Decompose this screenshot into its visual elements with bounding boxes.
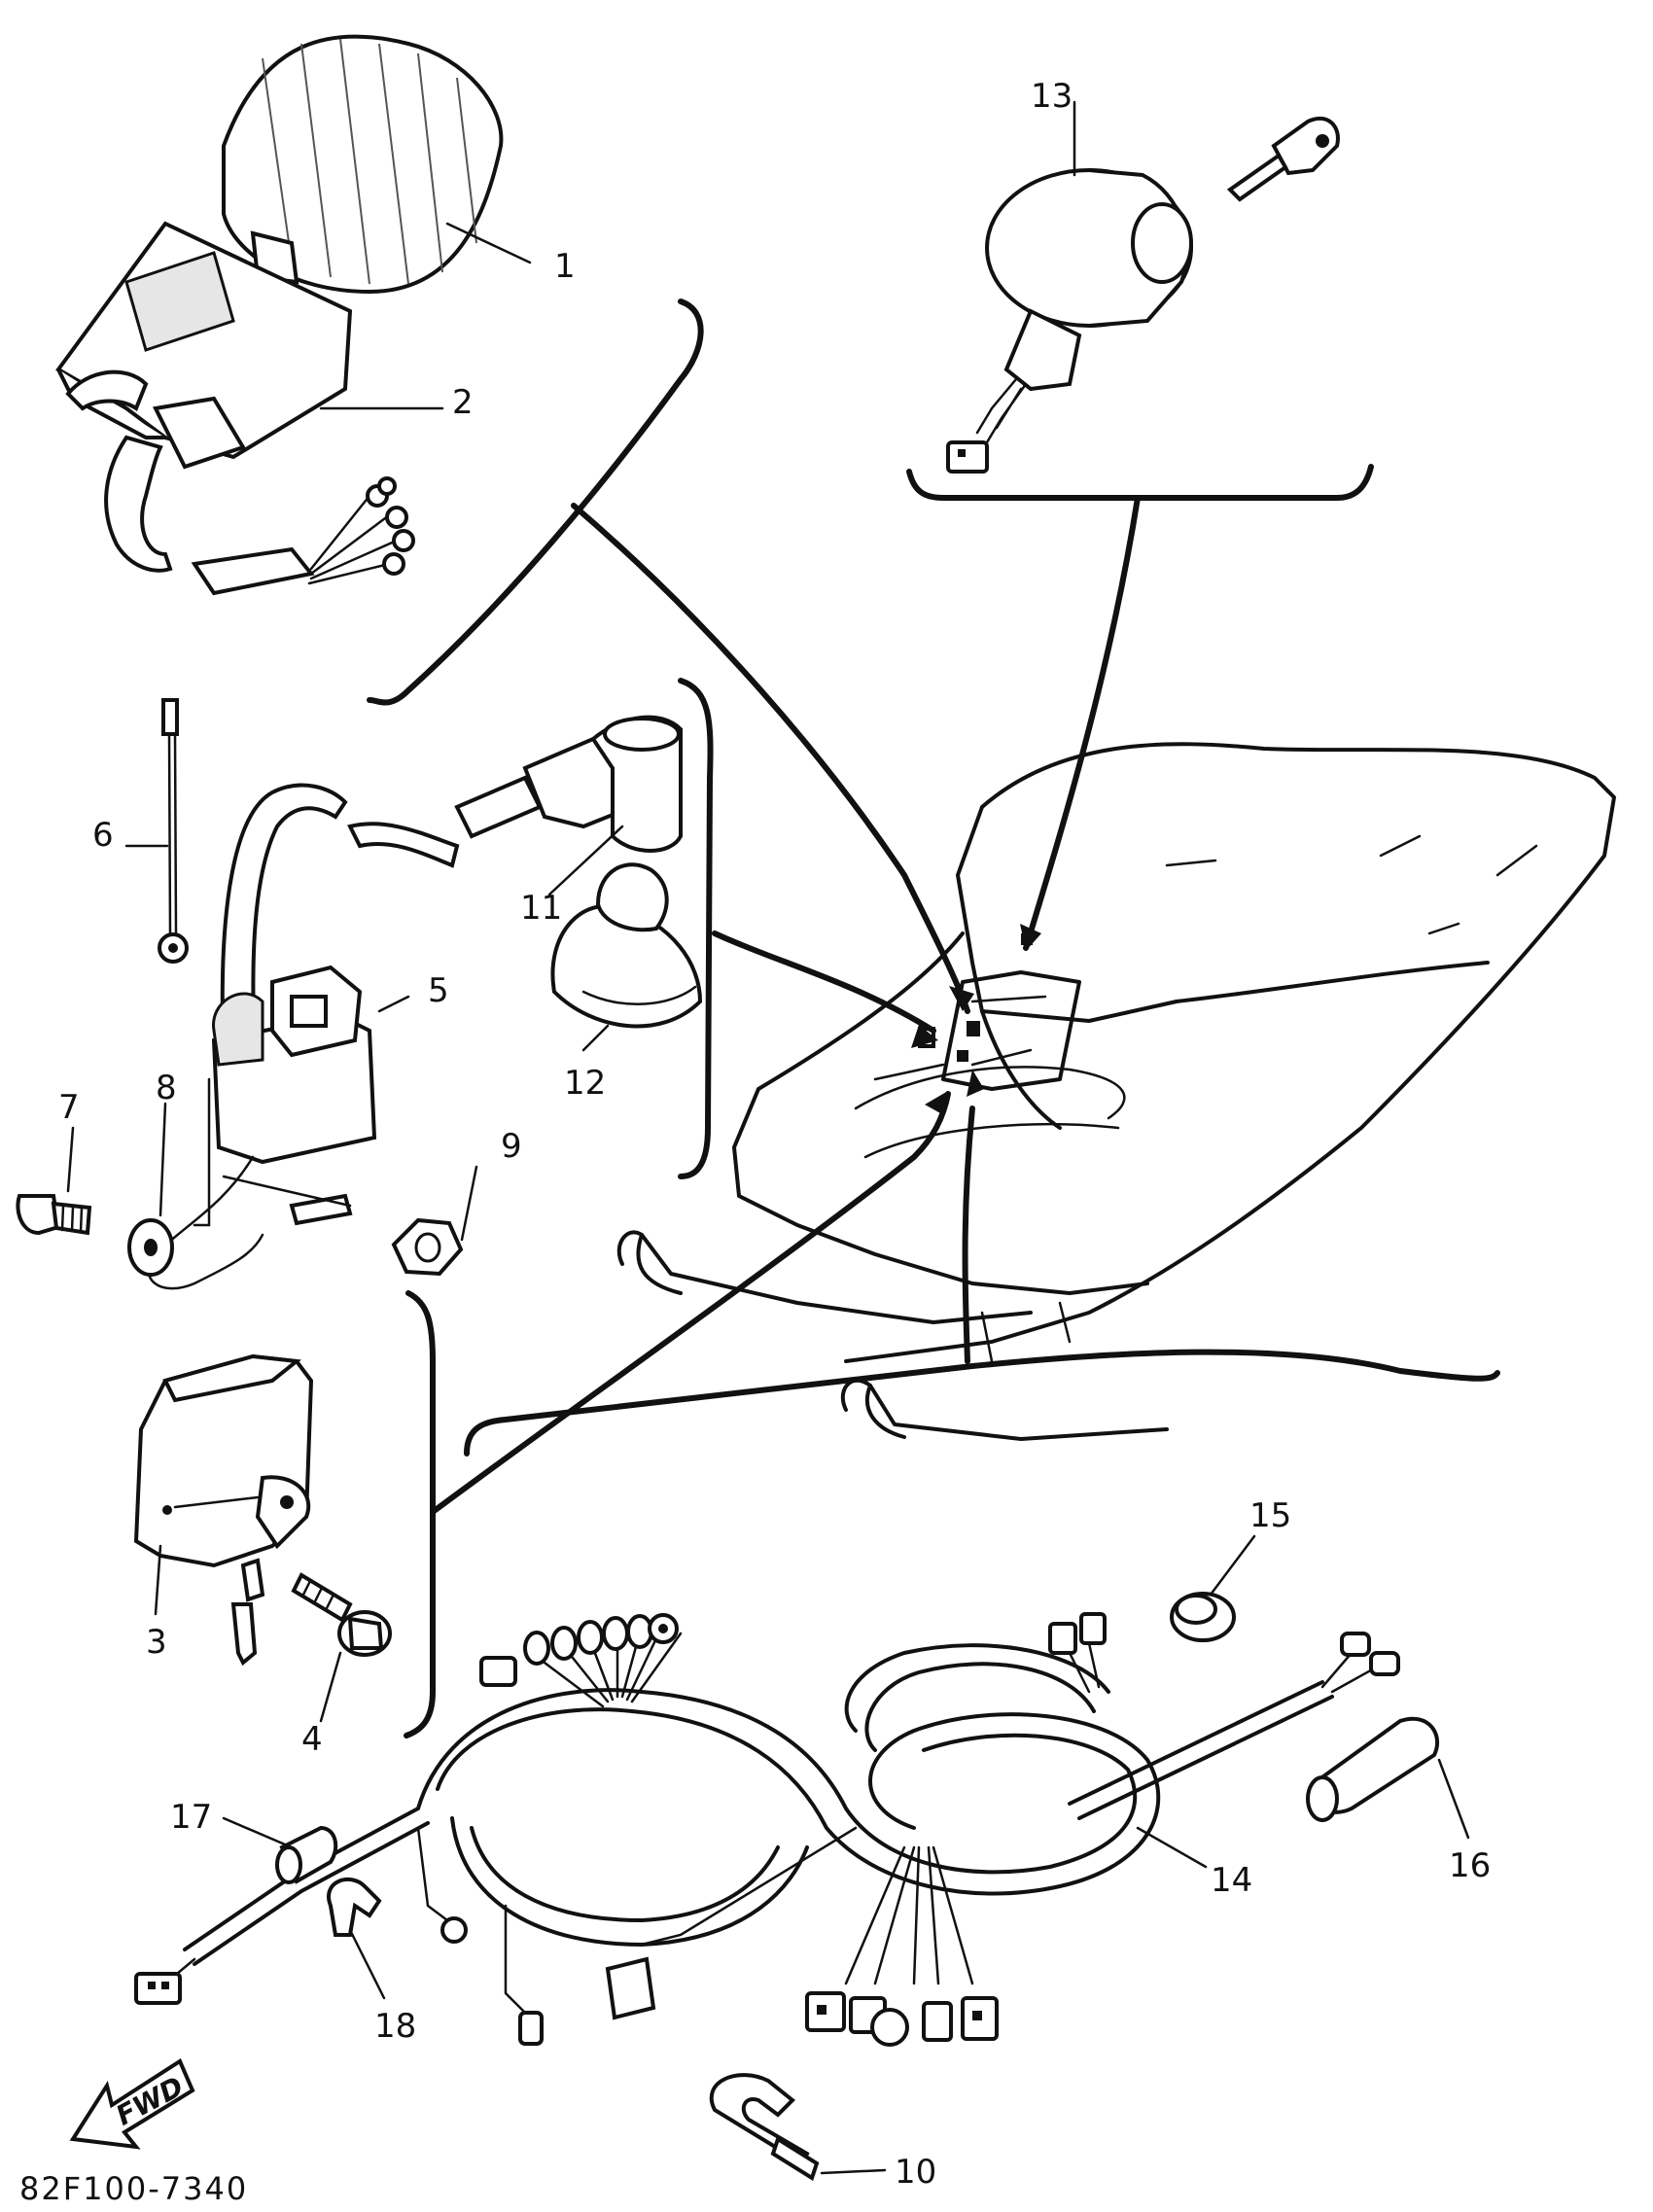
callout-4: 4 bbox=[301, 1720, 323, 1759]
callout-16: 16 bbox=[1449, 1846, 1491, 1885]
main-switch-with-key-icon bbox=[946, 116, 1340, 474]
wire-harness-icon bbox=[134, 1612, 1400, 2047]
ignition-coil-icon bbox=[147, 783, 377, 1290]
sleeve-icon bbox=[275, 1825, 338, 1884]
cable-band-icon bbox=[327, 1877, 382, 1937]
callout-13: 13 bbox=[1031, 77, 1073, 116]
callout-7: 7 bbox=[58, 1088, 80, 1127]
callout-5: 5 bbox=[428, 971, 449, 1010]
callout-17: 17 bbox=[170, 1798, 212, 1837]
callout-leaders bbox=[66, 100, 1470, 2175]
callout-1: 1 bbox=[554, 247, 576, 286]
nut-icon bbox=[391, 1217, 464, 1277]
pulser-coil-icon bbox=[222, 34, 504, 295]
ground-lead-icon bbox=[158, 698, 189, 964]
callout-numbers: 1 2 3 4 5 6 7 8 9 10 11 12 13 14 15 16 1… bbox=[58, 77, 1491, 2192]
bolt-icon bbox=[16, 1194, 92, 1236]
rubber-cap-icon bbox=[550, 862, 703, 1029]
bolt-with-washer-icon bbox=[291, 1572, 392, 1657]
callout-9: 9 bbox=[501, 1127, 522, 1166]
clamp-icon bbox=[709, 2073, 820, 2182]
spark-plug-cap-icon bbox=[347, 715, 683, 868]
cdi-unit-icon bbox=[55, 221, 415, 596]
vehicle-body-outline bbox=[616, 742, 1616, 1441]
grommet-icon bbox=[1170, 1592, 1236, 1642]
callout-12: 12 bbox=[564, 1064, 606, 1103]
callout-10: 10 bbox=[895, 2153, 936, 2192]
callout-14: 14 bbox=[1211, 1861, 1252, 1900]
assembly-leader-lines bbox=[367, 298, 1500, 1738]
callout-11: 11 bbox=[520, 889, 562, 928]
callout-2: 2 bbox=[452, 383, 474, 422]
callout-6: 6 bbox=[92, 816, 114, 855]
callout-15: 15 bbox=[1249, 1496, 1291, 1535]
callout-18: 18 bbox=[374, 2007, 416, 2046]
callout-3: 3 bbox=[146, 1623, 167, 1662]
washer-icon bbox=[127, 1218, 174, 1277]
callout-8: 8 bbox=[156, 1069, 177, 1107]
forward-direction-arrow: FWD bbox=[69, 2058, 195, 2150]
rectifier-regulator-icon bbox=[133, 1353, 314, 1667]
connector-cover-icon bbox=[1306, 1716, 1440, 1822]
figure-code: 82F100-7340 bbox=[19, 2170, 248, 2207]
